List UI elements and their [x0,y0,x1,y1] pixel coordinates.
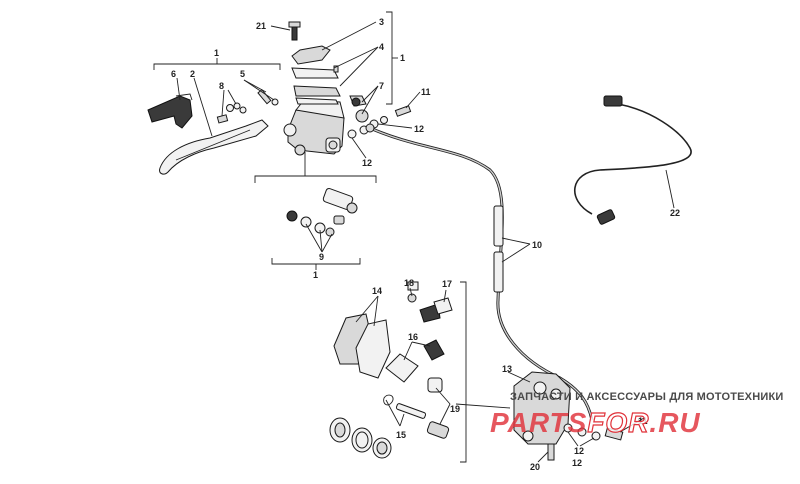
callout-2: 2 [190,69,195,79]
callout-15: 15 [396,430,406,440]
watermark-tagline: ЗАПЧАСТИ И АКСЕССУАРЫ ДЛЯ МОТОТЕХНИКИ [510,391,783,403]
callout-6: 6 [171,69,176,79]
callout-12-bottom-left: 12 [574,446,584,456]
callout-17: 17 [442,279,452,289]
reservoir-cap [291,67,341,105]
pad-springs [385,339,445,383]
callout-10: 10 [532,240,542,250]
callout-11-bottom: 11 [638,416,648,426]
callout-14: 14 [372,286,382,296]
bleed-screw [407,281,453,323]
master-cylinder [283,99,345,156]
watermark-brand: PARTSFOR.RU [490,407,701,438]
lever-guard [147,93,193,129]
callout-22: 22 [670,208,680,218]
callout-5: 5 [240,69,245,79]
caliper-bolts [547,423,624,461]
group-bracket-bottom [254,152,377,270]
cap-plate [288,21,331,65]
callout-20: 20 [530,462,540,472]
callout-1-top-left: 1 [214,48,219,58]
callout-numbers: 21 3 4 1 1 6 2 8 5 7 11 12 12 9 1 10 22 … [171,17,680,472]
bushings [426,377,450,439]
callout-19: 19 [450,404,460,414]
callout-1-bottom: 1 [313,270,318,280]
lever-screws [216,89,279,124]
callout-16: 16 [408,332,418,342]
callout-12-top: 12 [414,124,424,134]
callout-21: 21 [256,21,266,31]
callout-11-top: 11 [421,87,431,97]
brake-pads [333,313,391,379]
callout-13: 13 [502,364,512,374]
callout-12-mid: 12 [362,158,372,168]
sensor-cable [574,95,692,225]
group-bracket-right [386,11,398,105]
callout-7: 7 [379,81,384,91]
leader-lines [176,21,675,463]
piston-kit [286,187,358,237]
caliper-bracket [460,281,467,463]
callout-18: 18 [404,278,414,288]
group-bracket-top-left [153,58,281,70]
watermark: ЗАПЧАСТИ И АКСЕССУАРЫ ДЛЯ МОТОТЕХНИКИ PA… [490,391,783,439]
callout-1-top-right: 1 [400,53,405,63]
callout-12-bottom-right: 12 [572,458,582,468]
brake-lever [159,119,269,175]
callout-9: 9 [319,252,324,262]
callout-3: 3 [379,17,384,27]
pin-and-clip [383,394,427,419]
caliper-pistons [329,417,392,459]
brake-hose [365,123,594,421]
callout-4: 4 [379,42,384,52]
callout-8: 8 [219,81,224,91]
